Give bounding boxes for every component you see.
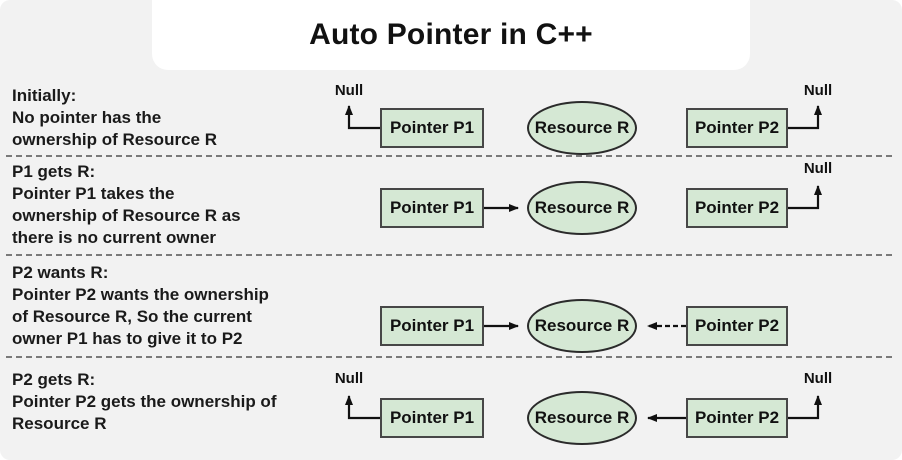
- row4-pointer-p1-box: Pointer P1: [380, 398, 484, 438]
- row3-pointer-p2-box: Pointer P2: [686, 306, 788, 346]
- row1-null-label-right: Null: [803, 82, 833, 99]
- row3-resource-ellipse: Resource R: [527, 299, 637, 353]
- row4-p2-null-arrow: [788, 395, 822, 420]
- row4-resource-ellipse: Resource R: [527, 391, 637, 445]
- row4-p1-null-arrow: [345, 395, 380, 420]
- row1-p2-null-arrow: [788, 105, 822, 130]
- row4-caption: P2 gets R: Pointer P2 gets the ownership…: [12, 370, 277, 433]
- row1-p1-null-arrow: [345, 105, 380, 130]
- row2-resource-ellipse: Resource R: [527, 181, 637, 235]
- title-card: Auto Pointer in C++: [152, 0, 750, 70]
- row2-null-label-right: Null: [803, 160, 833, 177]
- row1-caption: Initially: No pointer has the ownership …: [12, 86, 217, 149]
- row3-pointer-p1-box: Pointer P1: [380, 306, 484, 346]
- row4-null-label-left: Null: [334, 370, 364, 387]
- row1-null-label-left: Null: [334, 82, 364, 99]
- row2-pointer-p2-box: Pointer P2: [686, 188, 788, 228]
- row2-p2-null-arrow: [788, 185, 822, 210]
- row1-pointer-p1-box: Pointer P1: [380, 108, 484, 148]
- row4-pointer-p2-box: Pointer P2: [686, 398, 788, 438]
- page-title: Auto Pointer in C++: [309, 18, 593, 51]
- row2-caption: P1 gets R: Pointer P1 takes the ownershi…: [12, 162, 241, 247]
- row3-caption: P2 wants R: Pointer P2 wants the ownersh…: [12, 263, 269, 348]
- row4-null-label-right: Null: [803, 370, 833, 387]
- row2-pointer-p1-box: Pointer P1: [380, 188, 484, 228]
- row1-pointer-p2-box: Pointer P2: [686, 108, 788, 148]
- row1-resource-ellipse: Resource R: [527, 101, 637, 155]
